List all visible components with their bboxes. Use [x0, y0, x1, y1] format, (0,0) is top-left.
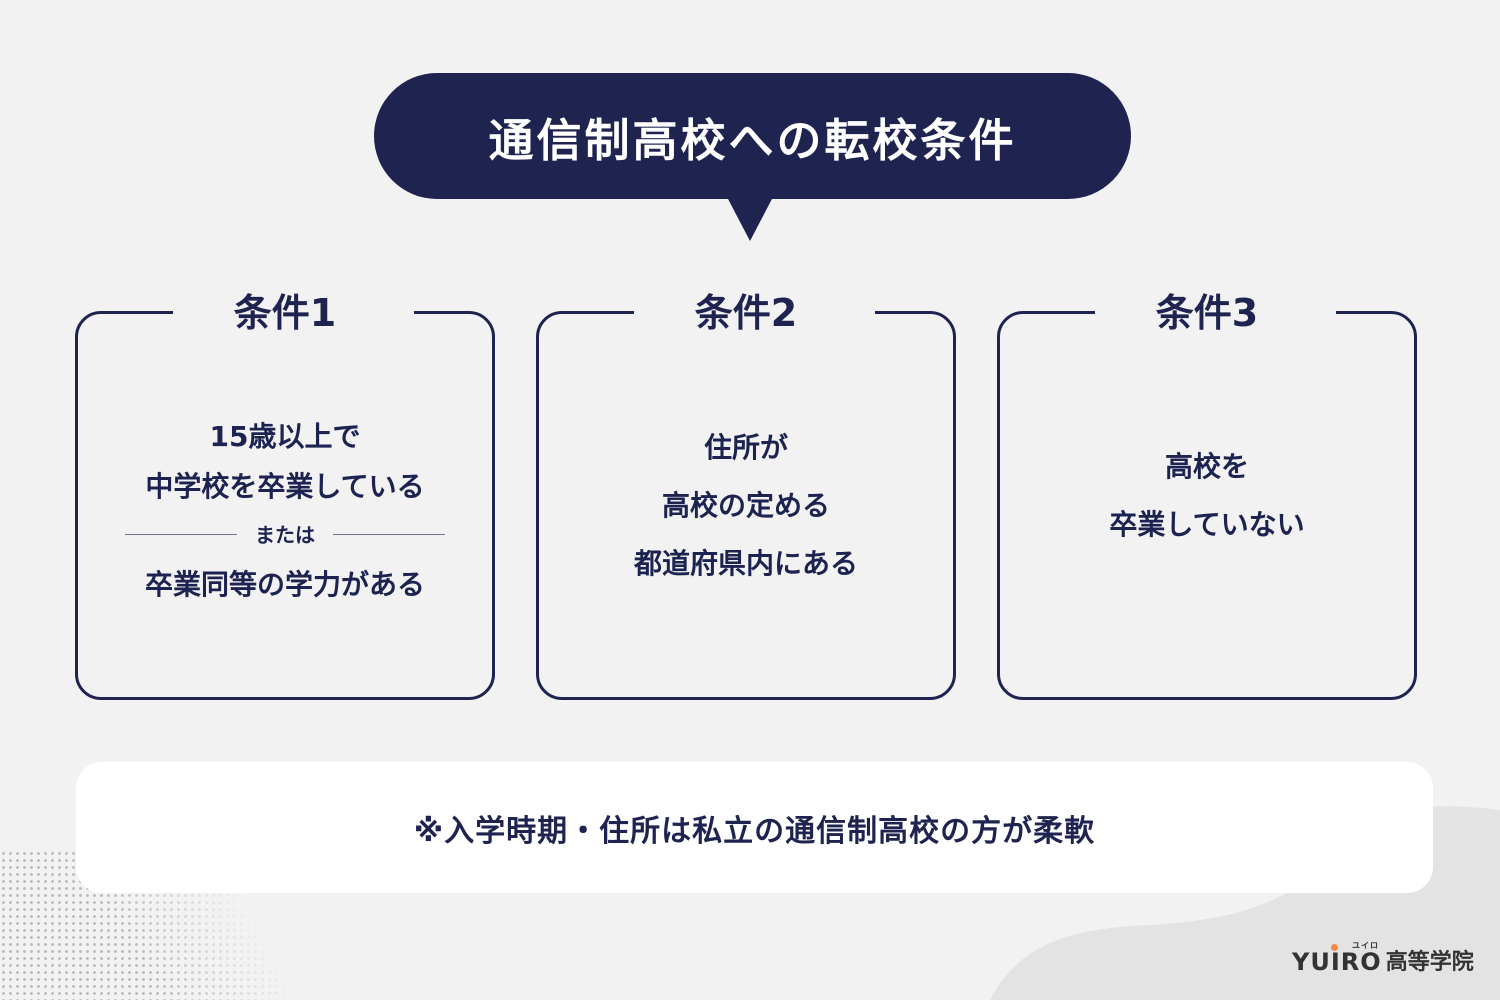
note-text: ※入学時期・住所は私立の通信制高校の方が柔軟 — [413, 813, 1096, 849]
logo-dot-icon — [1331, 944, 1338, 951]
condition-label: 条件1 — [199, 288, 371, 338]
speech-bubble-tail — [727, 197, 773, 241]
condition-text: 都道府県内にある — [633, 546, 858, 580]
condition-card-3: 条件3 高校を 卒業していない — [997, 286, 1417, 700]
condition-label: 条件3 — [1121, 288, 1293, 338]
brand-logo: ユイロ YUIRO 高等学院 — [1292, 941, 1474, 976]
condition-text: 卒業同等の学力がある — [144, 567, 425, 601]
logo-wordmark: ユイロ YUIRO — [1292, 941, 1382, 976]
condition-text: 高校の定める — [661, 488, 830, 522]
divider — [333, 534, 445, 535]
condition-text: 卒業していない — [1109, 507, 1305, 541]
title-speech-bubble: 通信制高校への転校条件 — [374, 73, 1131, 199]
condition-label: 条件2 — [660, 288, 832, 338]
note-box: ※入学時期・住所は私立の通信制高校の方が柔軟 — [76, 762, 1433, 893]
condition-text: 高校を — [1164, 449, 1249, 483]
logo-en-text: YUIRO — [1292, 948, 1382, 976]
logo-ruby: ユイロ — [1352, 941, 1379, 950]
or-separator: または — [125, 520, 445, 550]
page-title: 通信制高校への転校条件 — [488, 113, 1017, 167]
condition-text: 15歳以上で — [209, 419, 361, 453]
condition-text: 中学校を卒業している — [145, 469, 425, 503]
condition-card-2: 条件2 住所が 高校の定める 都道府県内にある — [536, 286, 956, 700]
or-label: または — [255, 522, 315, 547]
condition-text: 住所が — [703, 430, 788, 464]
condition-card-1: 条件1 15歳以上で 中学校を卒業している または 卒業同等の学力がある — [75, 286, 495, 700]
divider — [125, 534, 237, 535]
logo-jp-text: 高等学院 — [1385, 950, 1474, 975]
